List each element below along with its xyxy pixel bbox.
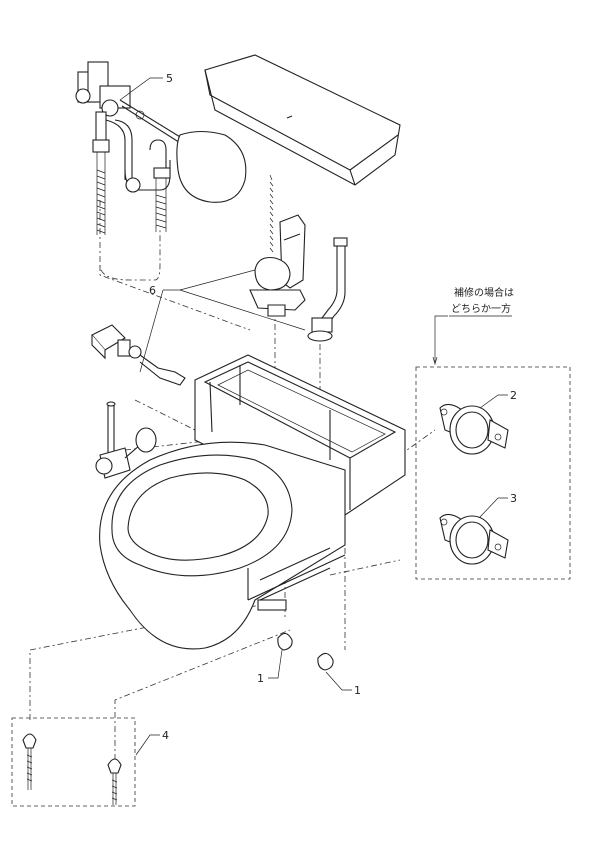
repair-options-box (415, 366, 571, 580)
callout-4: 4 (162, 729, 169, 742)
trip-lever (91, 324, 186, 386)
callout-5: 5 (166, 72, 173, 85)
flange-3 (439, 513, 509, 565)
fill-valve-assembly (75, 61, 186, 235)
float-ball (176, 130, 247, 203)
threaded-rod-right (155, 194, 167, 229)
flange-2 (439, 403, 509, 455)
supply-stop-valve (95, 401, 157, 479)
tank-lid (204, 54, 401, 186)
wall-bolts-box (11, 717, 136, 807)
tank-body (194, 354, 406, 516)
callout-6: 6 (149, 284, 156, 297)
callout-3: 3 (510, 492, 517, 505)
threaded-rod-left (96, 169, 106, 234)
callout-1-right: 1 (354, 684, 361, 697)
repair-note-line2: どちらか一方 (451, 302, 511, 315)
toilet-bowl (99, 441, 346, 650)
wall-bolt-left (22, 733, 37, 790)
flush-valve-assembly (249, 174, 348, 342)
repair-note-line1: 補修の場合は (454, 286, 514, 299)
callout-leaders (119, 77, 508, 756)
wall-bolt-right (107, 758, 122, 805)
callout-2: 2 (510, 389, 517, 402)
bolt-caps (277, 632, 334, 671)
callout-1-left: 1 (257, 672, 264, 685)
